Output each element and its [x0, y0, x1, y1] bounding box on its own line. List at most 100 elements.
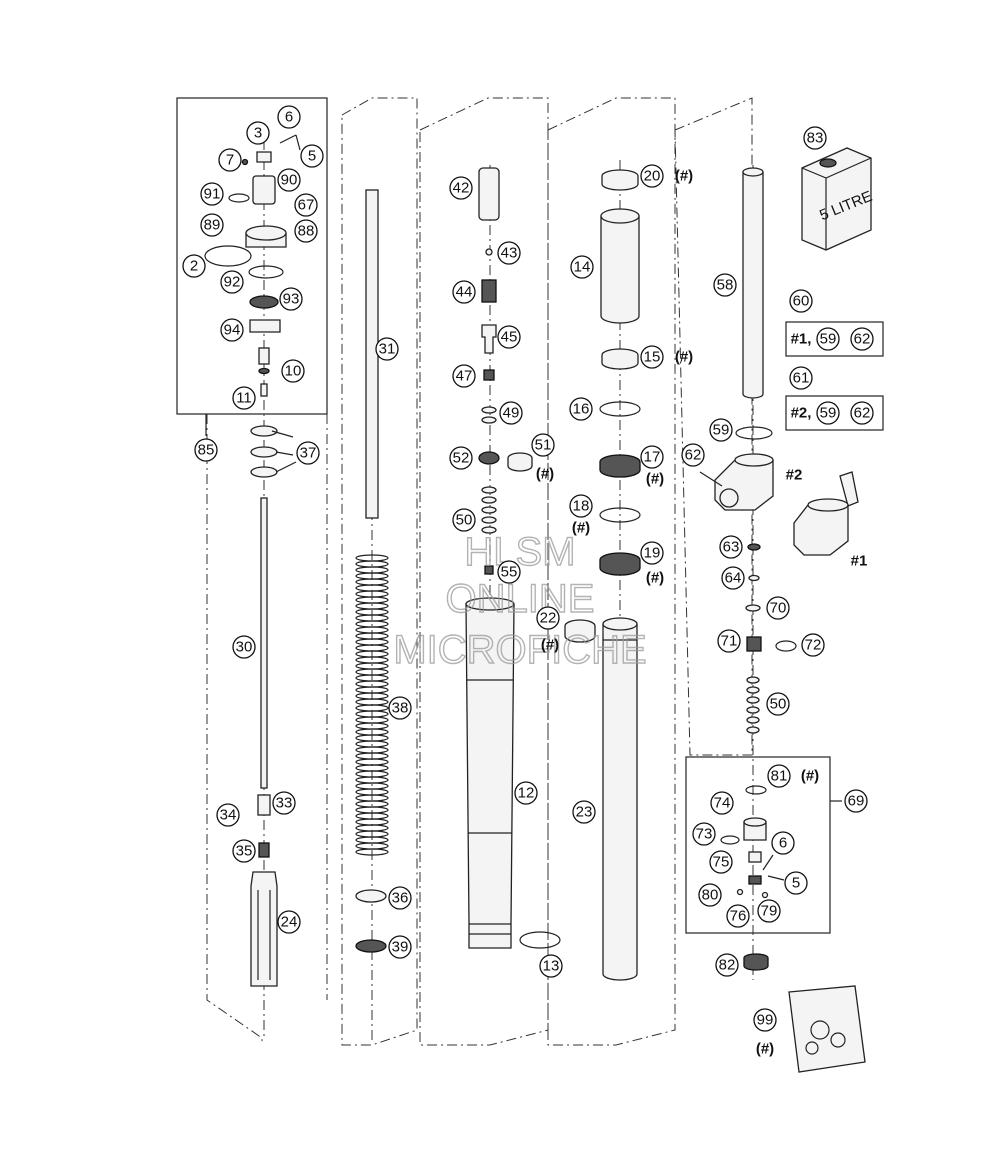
- callout-24: 24: [277, 910, 301, 934]
- callout-number: 81: [771, 768, 788, 785]
- callout-number: 39: [392, 939, 409, 956]
- spring-71: [746, 636, 762, 652]
- hash-marker: (#): [572, 520, 590, 537]
- callout-22: 22: [536, 606, 560, 630]
- piston-rod-30: [260, 497, 268, 789]
- callout-number: 6: [285, 109, 293, 126]
- washer-37b: [250, 446, 278, 458]
- callout-45: 45: [497, 325, 521, 349]
- callout-67: 67: [294, 193, 318, 217]
- callout-number: 37: [300, 445, 317, 462]
- callout-number: 50: [770, 696, 787, 713]
- callout-16: 16: [569, 397, 593, 421]
- callout-59: 59: [816, 327, 840, 351]
- callout-number: 44: [456, 284, 473, 301]
- column-5-frame: [674, 97, 753, 756]
- callout-88: 88: [294, 219, 318, 243]
- callout-number: 93: [283, 291, 300, 308]
- clamp-1: [793, 471, 859, 556]
- callout-33: 33: [272, 791, 296, 815]
- callout-number: 5: [308, 148, 316, 165]
- callout-number: 89: [204, 217, 221, 234]
- callout-75: 75: [709, 850, 733, 874]
- callout-number: 62: [854, 405, 871, 422]
- washer-36: [355, 889, 387, 903]
- callout-number: 35: [236, 843, 253, 860]
- callout-number: 42: [453, 180, 470, 197]
- valve-45: [481, 324, 497, 354]
- callout-number: 59: [713, 422, 730, 439]
- sleeve-14: [600, 215, 640, 324]
- spring-35: [258, 842, 270, 858]
- seat-39: [355, 939, 387, 953]
- callout-12: 12: [514, 781, 538, 805]
- callout-number: 94: [224, 322, 241, 339]
- callout-44: 44: [452, 280, 476, 304]
- callout-90: 90: [277, 168, 301, 192]
- callout-number: 20: [644, 168, 661, 185]
- leader-lines: [271, 134, 785, 881]
- callout-80: 80: [698, 883, 722, 907]
- hash-marker: (#): [541, 637, 559, 654]
- callout-62: 62: [850, 327, 874, 351]
- callout-number: 74: [714, 795, 731, 812]
- spring-coil: [355, 842, 389, 850]
- bushing: [258, 347, 270, 365]
- piston-52: [478, 451, 500, 465]
- callout-36: 36: [388, 886, 412, 910]
- callout-23: 23: [572, 800, 596, 824]
- callout-82: 82: [715, 953, 739, 977]
- callout-17: 17: [640, 445, 664, 469]
- callout-number: 5: [792, 875, 800, 892]
- callout-37: 37: [296, 441, 320, 465]
- callout-number: 23: [576, 804, 593, 821]
- callout-50: 50: [452, 508, 476, 532]
- svg-text:MICROFICHE: MICROFICHE: [393, 628, 646, 672]
- callout-72: 72: [801, 633, 825, 657]
- callout-number: 99: [757, 1012, 774, 1029]
- callout-79: 79: [757, 899, 781, 923]
- callout-number: 59: [820, 331, 837, 348]
- callout-20: 20: [640, 164, 664, 188]
- bushing-15: [601, 348, 639, 370]
- column-2-frame: [341, 97, 418, 1046]
- o-ring-92: [248, 265, 284, 279]
- callout-number: 72: [805, 637, 822, 654]
- callout-83: 83: [803, 126, 827, 150]
- column-3-frame: [419, 97, 549, 1046]
- callout-number: 33: [276, 795, 293, 812]
- callout-11: 11: [232, 386, 256, 410]
- kit-label: #1: [851, 553, 868, 570]
- callout-number: 80: [702, 887, 719, 904]
- callout-39: 39: [388, 935, 412, 959]
- callout-number: 73: [696, 826, 713, 843]
- kit-60-box: [785, 321, 884, 357]
- callout-number: 22: [540, 610, 557, 627]
- callout-number: 75: [713, 854, 730, 871]
- spring-44: [481, 279, 497, 303]
- inner-tube-23: [602, 623, 638, 981]
- o-ring-81: [745, 785, 767, 795]
- callout-number: 3: [254, 125, 262, 142]
- washer-72: [775, 640, 797, 652]
- callout-number: 71: [721, 633, 738, 650]
- column-2-parts: [355, 189, 389, 953]
- callout-60: 60: [789, 289, 813, 313]
- ring-51: [507, 452, 533, 472]
- seal-17: [599, 454, 641, 478]
- callout-30: 30: [232, 635, 256, 659]
- callout-93: 93: [279, 287, 303, 311]
- callout-number: 85: [198, 442, 215, 459]
- callout-61: 61: [789, 366, 813, 390]
- column-4-frame: [547, 97, 676, 1046]
- callout-number: 88: [298, 223, 315, 240]
- callout-number: 90: [281, 172, 298, 189]
- protector-clip-22: [564, 619, 596, 643]
- o-ring-2: [204, 245, 252, 267]
- dust-seal-19: [599, 552, 641, 576]
- callout-number: 16: [573, 401, 590, 418]
- column-1-parts: [204, 151, 287, 987]
- callout-99: 99: [753, 1008, 777, 1032]
